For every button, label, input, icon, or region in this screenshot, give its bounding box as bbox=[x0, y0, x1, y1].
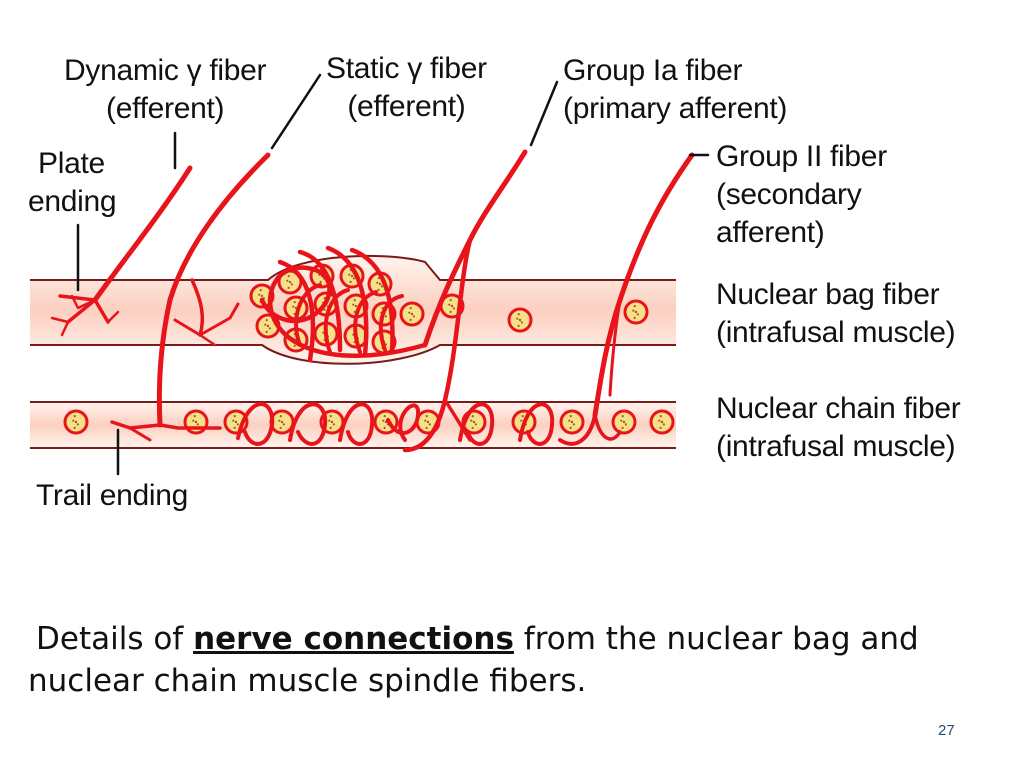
caption-emphasis: nerve connections bbox=[193, 621, 514, 657]
trail-ending-label: Trail ending bbox=[36, 479, 189, 512]
dynamic-gamma-fiber bbox=[50, 165, 193, 337]
dynamic-gamma-fiber-label: Dynamic γ fiber (efferent) bbox=[64, 54, 267, 125]
plate-ending-label: Plate ending bbox=[28, 147, 117, 218]
slide-number: 27 bbox=[938, 722, 955, 739]
nuclear-bag-fiber-label: Nuclear bag fiber (intrafusal muscle) bbox=[716, 278, 956, 349]
slide-caption: Details of nerve connections from the nu… bbox=[28, 618, 988, 702]
caption-suffix: from the nuclear bag and nuclear chain m… bbox=[28, 621, 919, 699]
static-gamma-leader bbox=[270, 73, 322, 150]
caption-prefix: Details of bbox=[36, 621, 194, 657]
static-gamma-fiber-label: Static γ fiber (efferent) bbox=[326, 52, 487, 123]
group-ia-fiber bbox=[236, 149, 555, 453]
group-ii-fiber-label: Group II fiber (secondary afferent) bbox=[716, 140, 887, 249]
group-ii-fiber bbox=[558, 152, 695, 446]
muscle-spindle-diagram bbox=[30, 73, 710, 476]
static-gamma-fiber bbox=[110, 152, 271, 442]
nuclear-chain-fiber-label: Nuclear chain fiber (intrafusal muscle) bbox=[716, 392, 961, 463]
group-ia-fiber-label: Group Ia fiber (primary afferent) bbox=[563, 54, 788, 125]
group-ia-leader bbox=[529, 80, 559, 147]
